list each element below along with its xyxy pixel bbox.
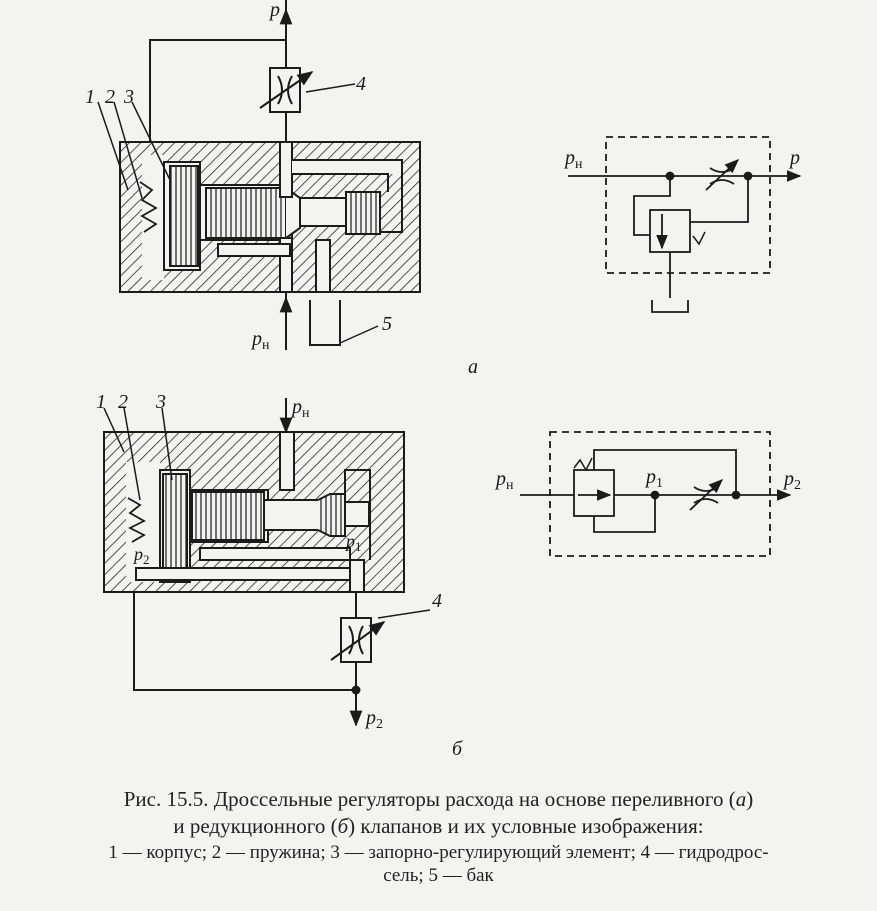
symbol-b-p1: p1 bbox=[644, 466, 663, 491]
spool-a bbox=[205, 187, 287, 239]
label-p2-out-b: p2 bbox=[364, 707, 383, 732]
figure-caption: Рис. 15.5. Дроссельные регуляторы расход… bbox=[0, 786, 877, 887]
symbol-b-p2: p2 bbox=[782, 468, 801, 493]
label-pn-in-a: pн bbox=[250, 328, 270, 353]
symbol-b bbox=[520, 431, 792, 557]
callout-3-a: 3 bbox=[123, 86, 134, 108]
throttle-4-a bbox=[259, 67, 314, 113]
label-p2-b: p2 bbox=[132, 544, 150, 567]
label-pn-in-b: pн bbox=[290, 396, 310, 421]
callout-1-a: 1 bbox=[85, 86, 95, 108]
spool-land-3-b bbox=[162, 473, 188, 579]
throttle-4-b bbox=[330, 617, 386, 663]
symbol-a bbox=[568, 136, 802, 313]
label-p1-b: p1 bbox=[344, 531, 362, 554]
symbol-b-pn: pн bbox=[494, 468, 514, 493]
callout-5-a: 5 bbox=[382, 313, 392, 335]
caption-line-3: 1 — корпус; 2 — пружина; 3 — запорно-рег… bbox=[108, 842, 769, 863]
figure-b-section-drawing bbox=[103, 398, 431, 727]
callout-2-b: 2 bbox=[118, 391, 128, 413]
label-p-out-a: p bbox=[268, 0, 280, 21]
callout-3-b: 3 bbox=[155, 391, 166, 413]
symbol-a-pn: pн bbox=[563, 147, 583, 172]
figure-a-section-drawing bbox=[97, 0, 421, 350]
callout-1-b: 1 bbox=[96, 391, 106, 413]
caption-line-2: и редукционного (б) клапанов и их условн… bbox=[173, 814, 704, 838]
callout-4-a: 4 bbox=[356, 73, 366, 95]
spool-land-3-a bbox=[169, 165, 199, 267]
spool-b bbox=[191, 491, 265, 541]
panel-letter-a: а bbox=[468, 356, 478, 378]
caption-line-1: Рис. 15.5. Дроссельные регуляторы расход… bbox=[123, 787, 754, 811]
callout-2-a: 2 bbox=[105, 86, 115, 108]
caption-line-4: сель; 5 — бак bbox=[383, 865, 494, 886]
callout-4-b: 4 bbox=[432, 590, 442, 612]
panel-letter-b: б bbox=[452, 738, 463, 760]
symbol-a-p: p bbox=[788, 147, 800, 169]
